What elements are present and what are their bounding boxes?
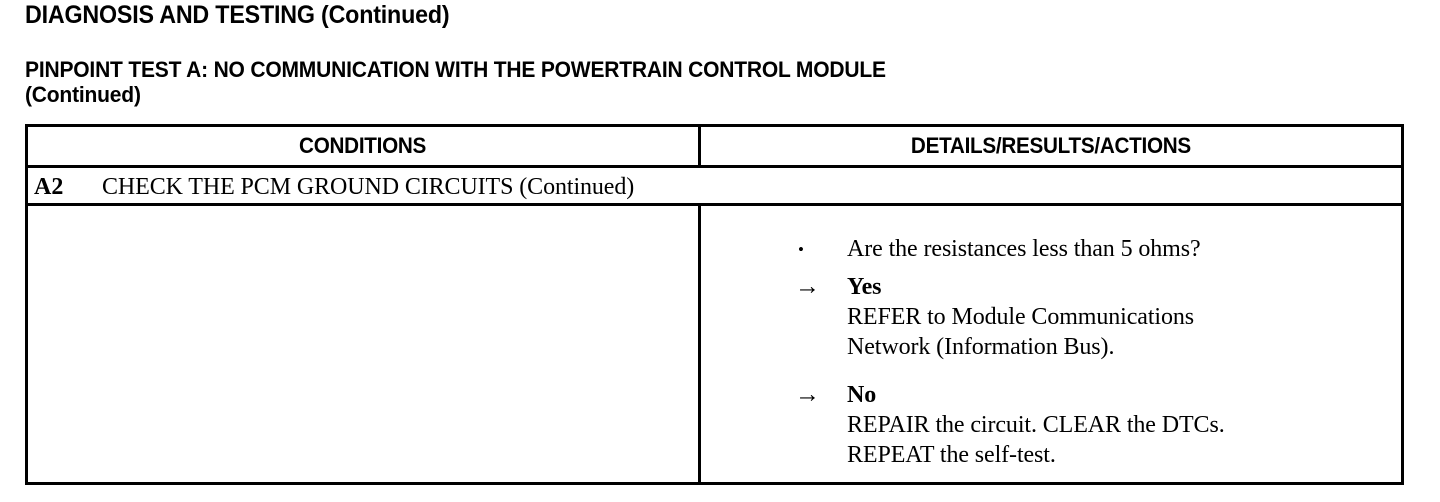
- cell-details: • Are the resistances less than 5 ohms? …: [701, 206, 1401, 482]
- detail-answer-label: Yes: [847, 274, 882, 300]
- detail-answer-label: No: [847, 382, 877, 408]
- arrow-right-icon: →: [795, 273, 820, 300]
- pinpoint-test-heading-line1: PINPOINT TEST A: NO COMMUNICATION WITH T…: [25, 57, 886, 82]
- pinpoint-test-heading: PINPOINT TEST A: NO COMMUNICATION WITH T…: [25, 57, 886, 107]
- column-header-conditions: CONDITIONS: [28, 127, 701, 165]
- detail-line: REPAIR the circuit. CLEAR the DTCs.: [847, 412, 1225, 438]
- bullet-icon: •: [798, 240, 804, 259]
- detail-item-yes-text: Yes REFER to Module Communications Netwo…: [847, 272, 1393, 362]
- arrow-right-icon: →: [795, 381, 820, 408]
- column-header-details-label: DETAILS/RESULTS/ACTIONS: [910, 133, 1191, 158]
- section-heading: DIAGNOSIS AND TESTING (Continued): [25, 1, 450, 29]
- detail-line: Are the resistances less than 5 ohms?: [847, 236, 1201, 262]
- detail-line: REPEAT the self-test.: [847, 442, 1056, 468]
- table-header-row: CONDITIONS DETAILS/RESULTS/ACTIONS: [28, 127, 1401, 168]
- pinpoint-test-table: CONDITIONS DETAILS/RESULTS/ACTIONS A2 CH…: [25, 124, 1404, 485]
- step-code: A2: [34, 174, 64, 200]
- cell-conditions: [28, 206, 701, 482]
- column-header-details: DETAILS/RESULTS/ACTIONS: [701, 127, 1401, 165]
- detail-item-no-text: No REPAIR the circuit. CLEAR the DTCs. R…: [847, 380, 1393, 470]
- detail-item-question-text: Are the resistances less than 5 ohms?: [847, 234, 1393, 264]
- detail-line: Network (Information Bus).: [847, 334, 1115, 360]
- table-row-step-header: A2 CHECK THE PCM GROUND CIRCUITS (Contin…: [28, 168, 1401, 206]
- detail-line: REFER to Module Communications: [847, 304, 1195, 330]
- column-header-conditions-label: CONDITIONS: [299, 133, 427, 158]
- table-row: • Are the resistances less than 5 ohms? …: [28, 206, 1401, 482]
- pinpoint-test-heading-line2: (Continued): [25, 82, 141, 107]
- step-title: CHECK THE PCM GROUND CIRCUITS (Continued…: [102, 174, 635, 200]
